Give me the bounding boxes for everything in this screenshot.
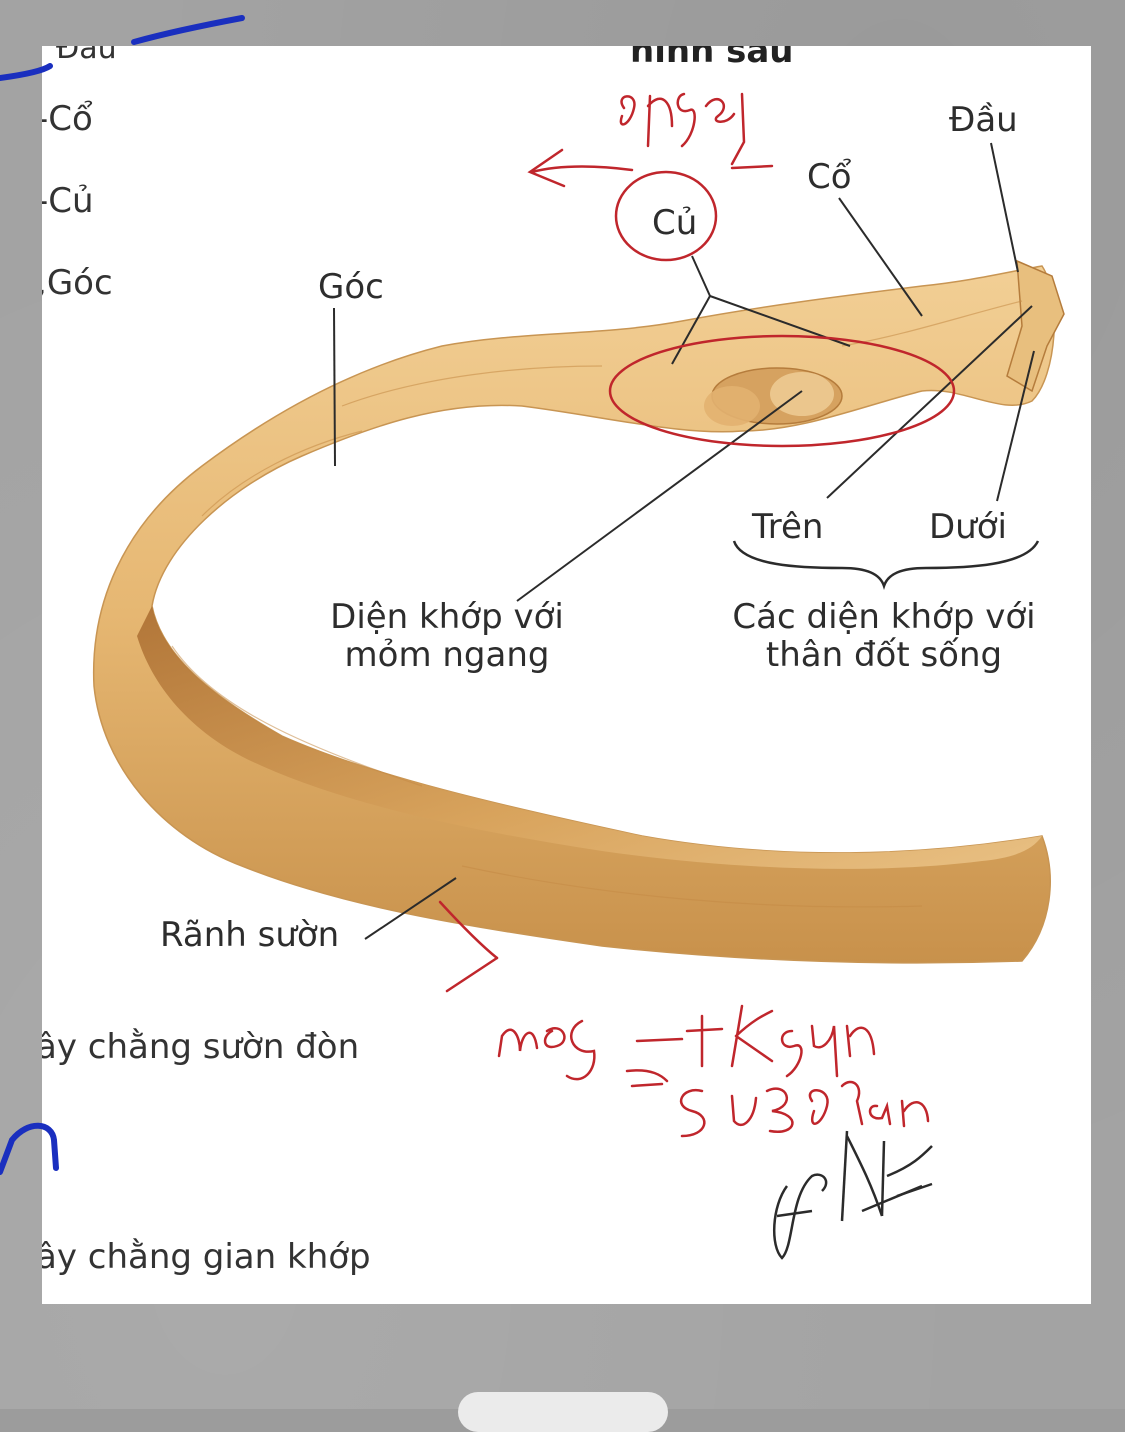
textbook-page: hình sau Đầu -Cổ -Củ ,Góc bbox=[42, 46, 1091, 1304]
brace bbox=[732, 540, 1040, 590]
label-vertebral-facets: Các diện khớp với thân đốt sống bbox=[732, 597, 1036, 675]
bottom-legend-item-2: ây chằng gian khớp bbox=[42, 1237, 371, 1277]
label-neck: Cổ bbox=[807, 157, 852, 197]
label-tubercle: Củ bbox=[652, 203, 698, 243]
label-superior: Trên bbox=[752, 507, 824, 547]
page-header-partial: hình sau bbox=[630, 46, 794, 71]
label-costal-groove: Rãnh sườn bbox=[160, 915, 340, 955]
label-head: Đầu bbox=[949, 100, 1018, 140]
label-inferior: Dưới bbox=[929, 507, 1007, 547]
bottom-legend-item-1: ây chằng sườn đòn bbox=[42, 1027, 360, 1067]
left-legend-item-cu: -Củ bbox=[42, 181, 94, 221]
rib-illustration bbox=[92, 142, 1065, 964]
label-transverse-facet: Diện khớp với mỏm ngang bbox=[330, 597, 564, 675]
label-angle: Góc bbox=[318, 267, 384, 307]
rib-head bbox=[1006, 259, 1065, 393]
left-legend-item-co: -Cổ bbox=[42, 99, 93, 139]
left-header-partial: Đầu bbox=[56, 46, 117, 66]
left-legend-item-goc: ,Góc bbox=[42, 263, 113, 303]
home-indicator[interactable] bbox=[458, 1392, 668, 1432]
